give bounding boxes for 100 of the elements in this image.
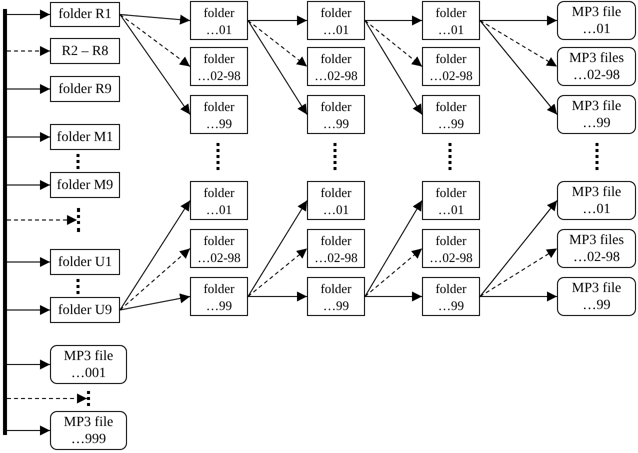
file-box [557,1,636,40]
folder-box [307,229,365,268]
arrow [120,293,190,310]
file-box [557,229,636,268]
arrow [480,248,558,297]
folder-box [422,1,480,40]
folder-box [307,95,365,134]
node-label: MP3 file …99 [570,280,622,314]
arrow [120,14,190,25]
file-box [50,411,127,450]
folder-box [190,47,248,86]
folder-box [307,47,365,86]
arrow [6,305,50,315]
folder-box [190,181,248,220]
arrow [480,16,558,26]
node-label: folder U9 [58,302,112,318]
arrow [480,292,558,302]
node-label: folder …99 [434,98,468,132]
node-label: folder …01 [434,4,468,38]
node-label: folder …01 [319,4,353,38]
arrow [6,46,50,56]
node-label: folder R9 [58,80,112,98]
arrow [248,200,308,297]
node-label: folder …99 [434,280,468,314]
file-box [557,47,636,86]
folder-box [307,277,365,316]
node-label: folder …99 [319,280,353,314]
folder-box [50,2,120,27]
arrow [248,248,308,297]
file-box [50,345,127,384]
folder-box [307,181,365,220]
arrow [364,248,422,297]
node-label: folder …02-98 [314,232,358,266]
arrow [364,20,422,115]
node-label: folder …02-98 [428,50,474,84]
node-label: folder …02-98 [314,50,358,84]
folder-box [50,172,120,198]
folder-box [50,297,120,323]
arrow [364,16,422,26]
node-label: folder …99 [319,98,353,132]
arrow [120,200,190,310]
folder-box [307,1,365,40]
arrow [6,257,50,267]
node-label: MP3 file …999 [62,414,114,448]
arrow [480,200,558,297]
ellipsis-dots [77,208,80,232]
arrow [120,14,190,115]
node-label: folder M1 [56,128,114,146]
node-label: folder …01 [202,4,236,38]
arrow [248,16,308,26]
node-label: folder …01 [319,184,353,218]
arrow [6,10,50,20]
folder-box [422,95,480,134]
arrow [248,20,308,67]
node-label: MP3 file …01 [570,4,622,38]
node-label: MP3 file …99 [570,98,622,132]
arrow [248,20,308,115]
folder-box [190,95,248,134]
file-box [557,277,636,316]
folder-box [50,76,120,102]
arrow [6,360,50,370]
node-label: MP3 file …001 [62,348,114,382]
folder-box [190,229,248,268]
folder-box [422,47,480,86]
arrow [364,292,422,302]
arrow [364,20,422,67]
folder-box [422,181,480,220]
arrow [480,20,558,67]
folder-box [190,277,248,316]
folder-box [190,1,248,40]
node-label: folder …99 [202,98,236,132]
node-label: folder U1 [58,254,112,270]
node-label: folder M9 [56,176,114,194]
folder-box [50,124,120,150]
arrow [364,200,422,297]
ellipsis-dots [87,391,90,406]
arrow [6,426,50,436]
node-label: R2 – R8 [62,42,108,60]
node-label: folder …01 [202,184,236,218]
node-label: folder …99 [202,280,236,314]
node-label: folder R1 [58,6,112,23]
arrow [6,394,88,404]
node-label: MP3 files …02-98 [568,50,625,84]
file-box [557,181,636,220]
file-box [557,95,636,134]
folder-box [50,249,120,275]
arrow [6,180,50,190]
node-label: folder …02-98 [196,232,242,266]
node-label: folder …01 [434,184,468,218]
arrow [480,20,558,115]
node-label: folder …02-98 [196,50,242,84]
arrow [120,248,190,310]
arrow [248,292,308,302]
arrow [6,132,50,142]
folder-box [422,277,480,316]
folder-box [50,38,120,64]
arrow [6,215,78,225]
arrow [6,84,50,94]
node-label: MP3 file …01 [570,184,622,218]
arrow [120,14,190,67]
